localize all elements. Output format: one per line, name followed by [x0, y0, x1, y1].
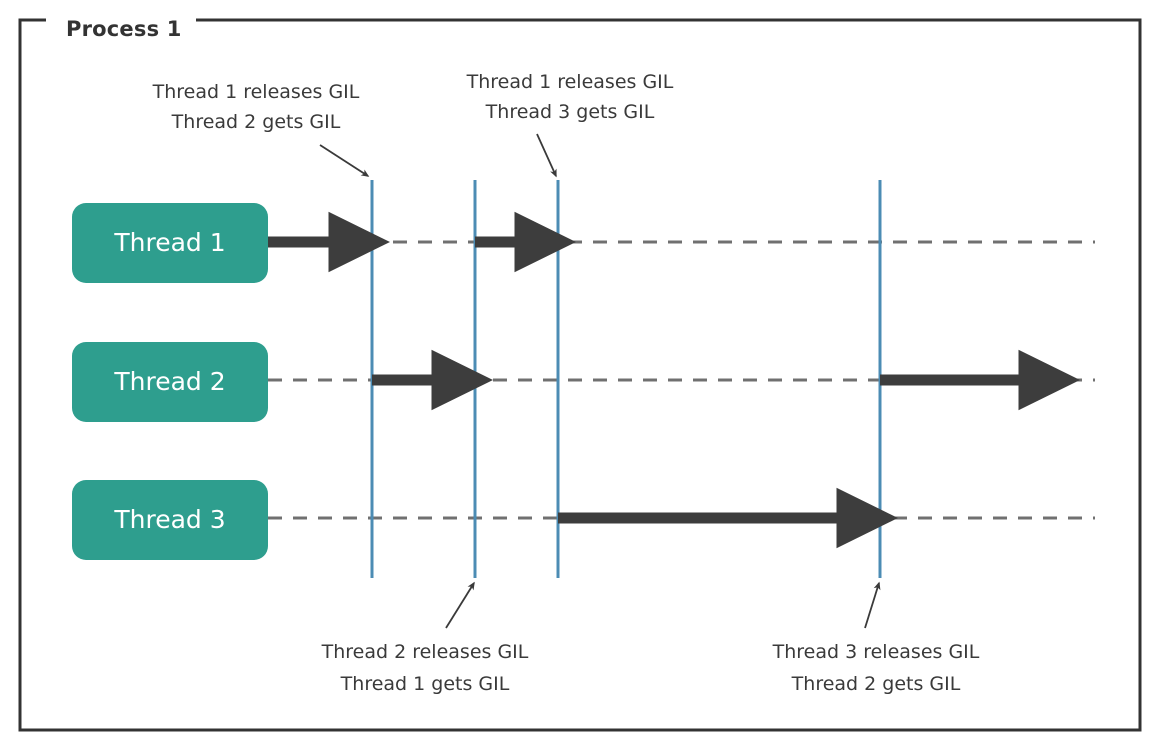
annotation-pointer-switch-2	[445, 581, 475, 629]
annotation-switch-3: Thread 1 releases GIL Thread 3 gets GIL	[466, 71, 674, 178]
annotation-line-switch-2-2: Thread 1 gets GIL	[340, 673, 510, 695]
annotation-switch-1: Thread 1 releases GIL Thread 2 gets GIL	[152, 81, 370, 177]
execution-arrows	[268, 211, 1081, 549]
annotation-line-switch-1-1: Thread 1 releases GIL	[152, 81, 360, 103]
annotation-switch-2: Thread 2 releases GIL Thread 1 gets GIL	[321, 581, 529, 695]
annotation-line-switch-4-1: Thread 3 releases GIL	[772, 641, 980, 663]
thread-box-shape-thread-3	[72, 480, 268, 560]
thread-box-thread-2[interactable]: Thread 2	[72, 342, 268, 422]
annotation-pointer-switch-4	[864, 581, 881, 629]
thread-boxes: Thread 1 Thread 2 Thread 3	[72, 203, 268, 560]
thread-box-label-thread-1: Thread 1	[113, 228, 225, 257]
annotation-pointer-switch-3	[536, 133, 557, 178]
process-title: Process 1	[66, 17, 182, 41]
thread-box-shape-thread-1	[72, 203, 268, 283]
annotation-switch-4: Thread 3 releases GIL Thread 2 gets GIL	[772, 581, 980, 695]
process-frame	[18, 18, 1142, 732]
thread-box-thread-3[interactable]: Thread 3	[72, 480, 268, 560]
thread-box-label-thread-2: Thread 2	[113, 367, 225, 396]
annotation-line-switch-2-1: Thread 2 releases GIL	[321, 641, 529, 663]
annotation-line-switch-3-1: Thread 1 releases GIL	[466, 71, 674, 93]
annotation-line-switch-1-2: Thread 2 gets GIL	[171, 111, 341, 133]
thread-box-label-thread-3: Thread 3	[113, 505, 225, 534]
annotation-pointer-switch-1	[319, 144, 370, 177]
annotation-line-switch-3-2: Thread 3 gets GIL	[485, 101, 655, 123]
annotation-line-switch-4-2: Thread 2 gets GIL	[791, 673, 961, 695]
thread-box-shape-thread-2	[72, 342, 268, 422]
process-frame-outline	[18, 18, 1142, 732]
thread-box-thread-1[interactable]: Thread 1	[72, 203, 268, 283]
